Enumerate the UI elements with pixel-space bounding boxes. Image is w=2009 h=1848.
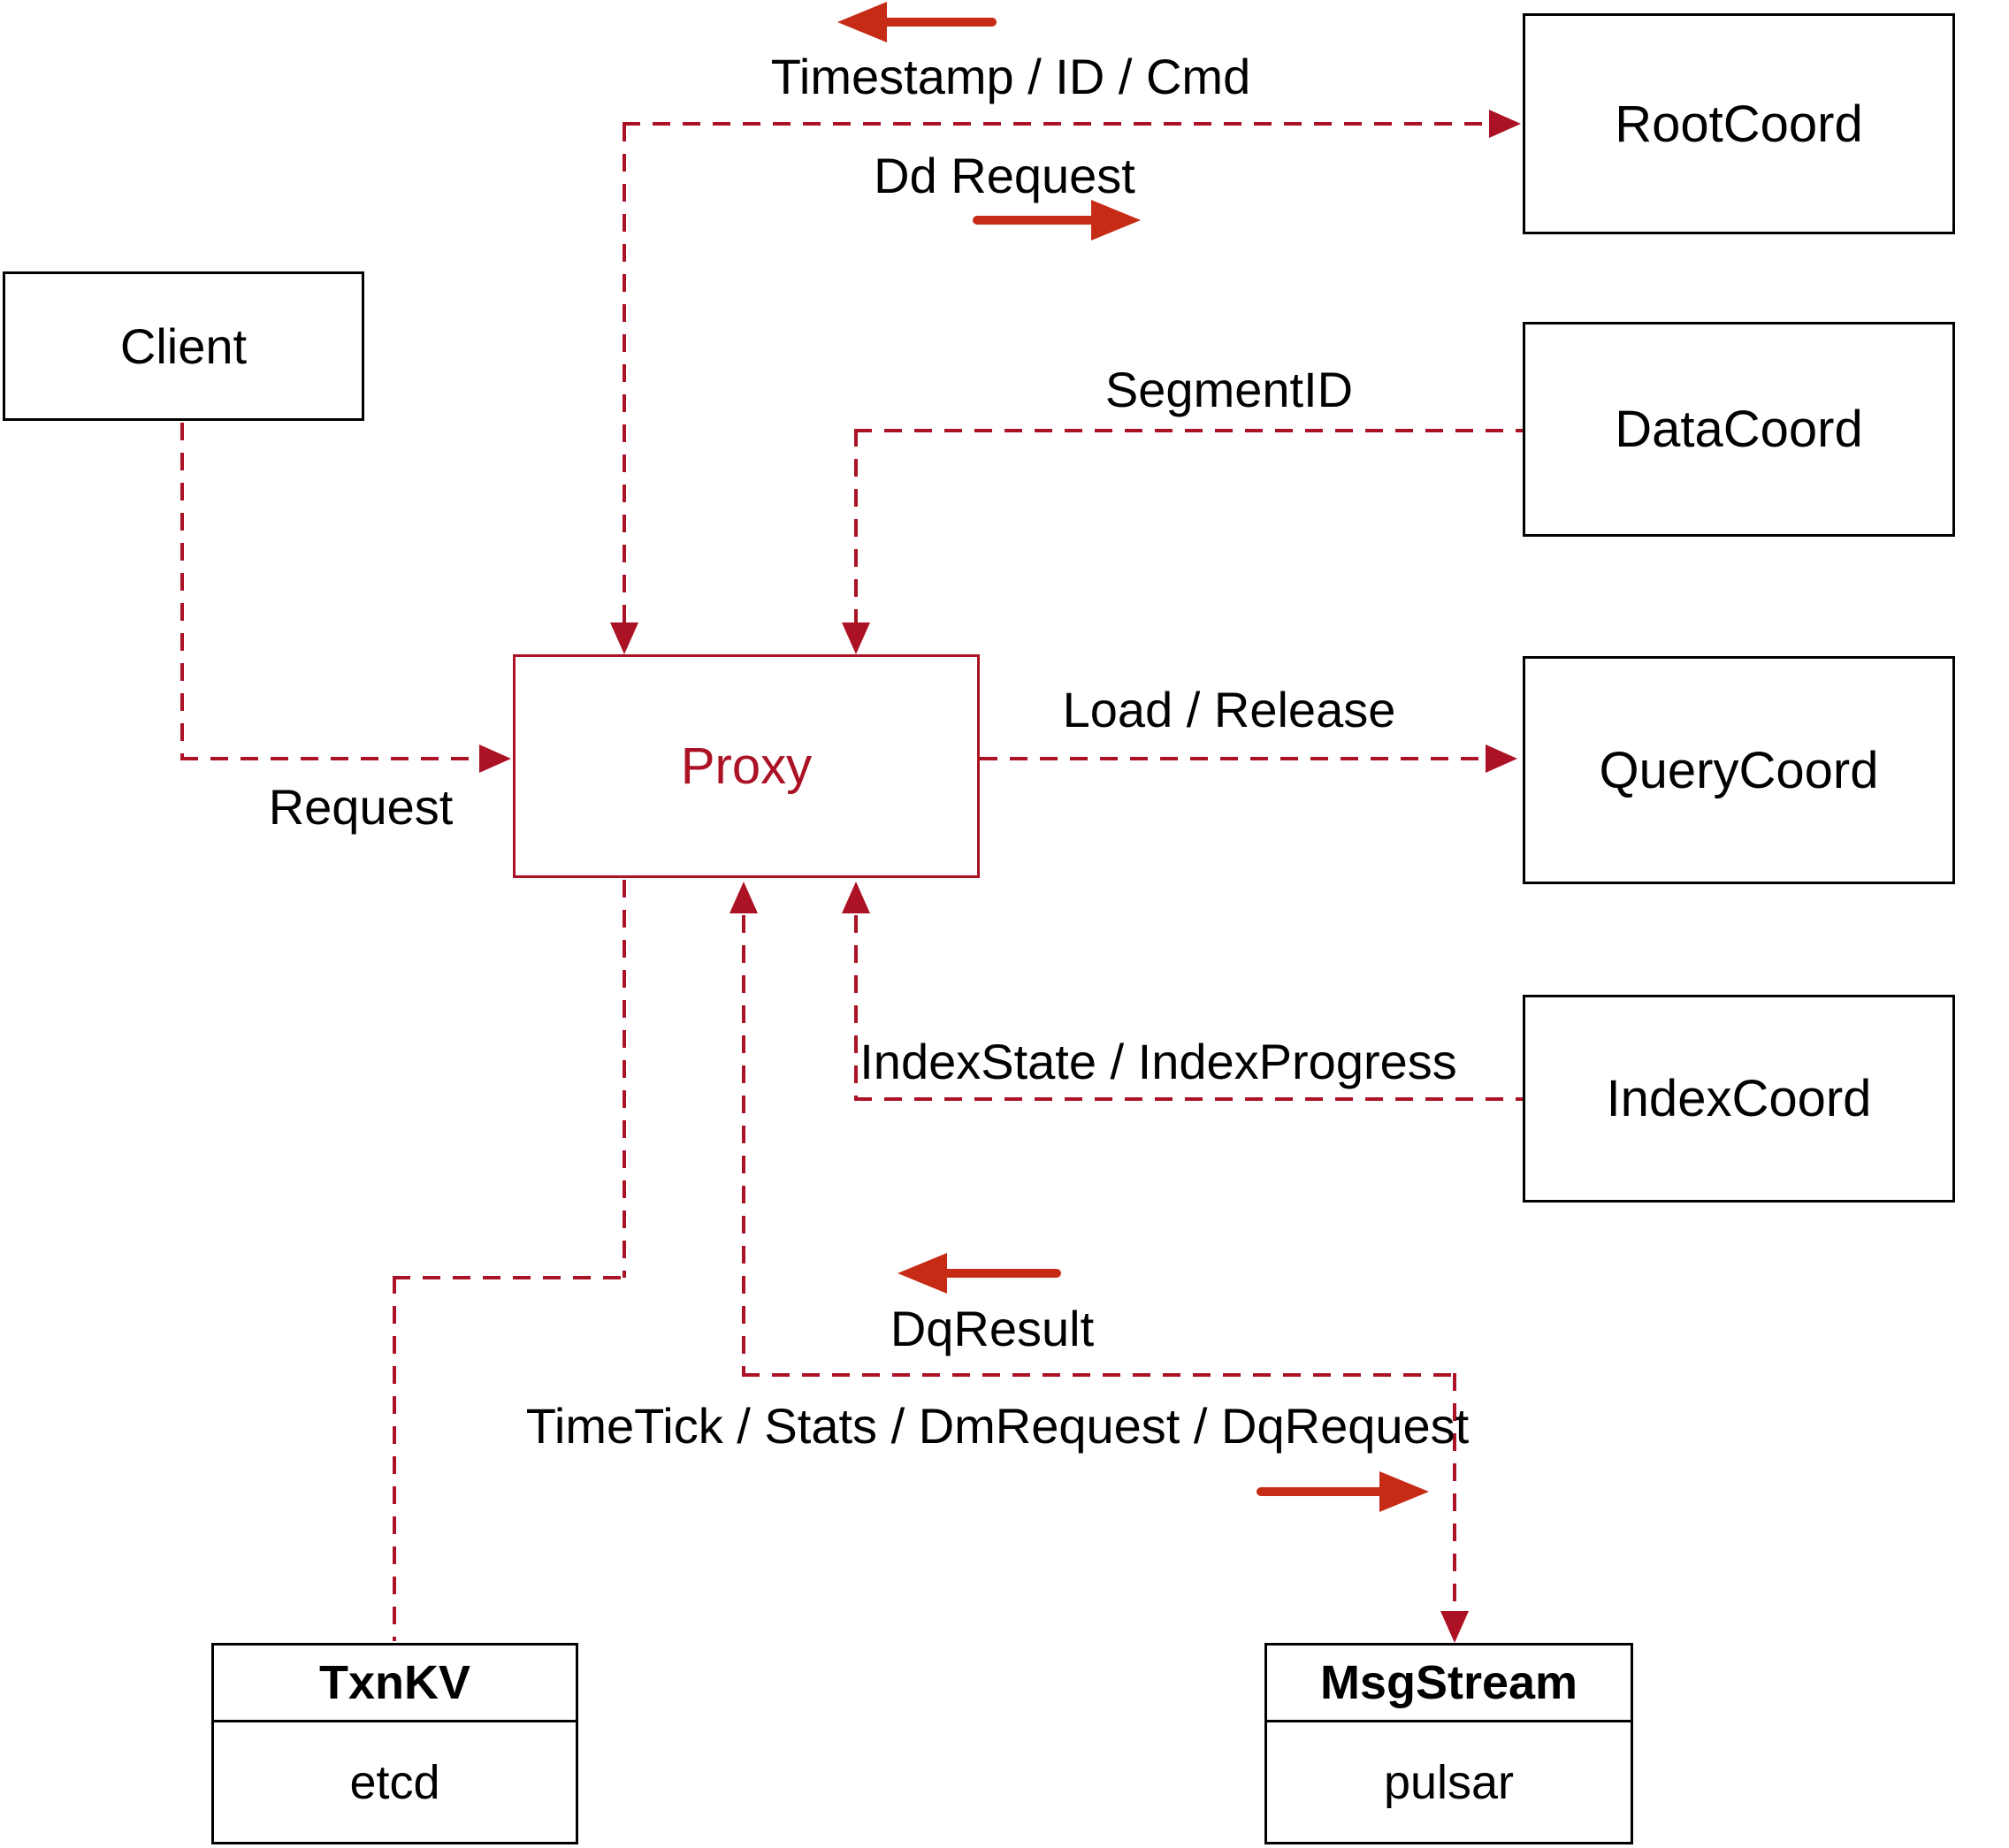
proxy-query-arrowhead-icon <box>1486 745 1517 773</box>
proxy-msg-edge-vertical-right <box>1453 1373 1456 1611</box>
root-coord-node: RootCoord <box>1523 13 1955 234</box>
client-node: Client <box>3 271 364 421</box>
proxy-msg-edge-vertical-left <box>742 915 745 1375</box>
index-proxy-arrowhead-icon <box>842 882 870 913</box>
dd-request-label: Dd Request <box>874 148 1135 203</box>
msg-stream-node-impl: pulsar <box>1383 1755 1515 1809</box>
msg-stream-node-title: MsgStream <box>1267 1646 1631 1722</box>
dq-result-label: DqResult <box>890 1301 1095 1356</box>
timestamp-id-cmd-label: Timestamp / ID / Cmd <box>770 49 1251 104</box>
query-coord-node-label: QueryCoord <box>1599 741 1879 799</box>
msg-stream-node: MsgStream pulsar <box>1264 1643 1633 1844</box>
data-proxy-edge-horizontal <box>854 429 1523 432</box>
proxy-query-edge <box>980 757 1486 760</box>
proxy-txnkv-edge-horizontal <box>393 1276 626 1279</box>
query-coord-node: QueryCoord <box>1523 656 1955 884</box>
proxy-msg-arrowhead-up-icon <box>730 882 758 913</box>
data-coord-node: DataCoord <box>1523 322 1955 537</box>
proxy-root-arrowhead-down-icon <box>610 622 638 654</box>
data-proxy-edge-vertical <box>854 429 858 624</box>
client-proxy-edge-vertical <box>180 423 184 759</box>
timestamp-direction-arrow-left-icon <box>837 2 997 42</box>
txn-kv-node-impl: etcd <box>349 1755 440 1809</box>
index-proxy-edge-horizontal <box>854 1097 1523 1101</box>
index-coord-node: IndexCoord <box>1523 995 1955 1203</box>
dq-result-direction-arrow-left-icon <box>898 1253 1061 1294</box>
data-proxy-arrowhead-icon <box>842 622 870 654</box>
proxy-txnkv-edge-vertical-right <box>623 880 626 1278</box>
proxy-msg-arrowhead-down-icon <box>1440 1611 1469 1643</box>
segment-id-label: SegmentID <box>1104 362 1354 417</box>
txn-kv-node-title: TxnKV <box>214 1646 576 1722</box>
proxy-txnkv-edge-vertical-left <box>393 1276 396 1641</box>
proxy-root-edge-horizontal <box>623 122 1489 126</box>
root-coord-node-label: RootCoord <box>1615 95 1863 153</box>
proxy-root-edge-vertical <box>623 124 626 624</box>
client-proxy-arrowhead-icon <box>479 745 511 773</box>
client-proxy-edge-horizontal <box>180 757 477 760</box>
request-edge-label: Request <box>268 779 454 835</box>
data-coord-node-label: DataCoord <box>1615 401 1863 458</box>
time-tick-label: TimeTick / Stats / DmRequest / DqRequest <box>525 1398 1470 1454</box>
index-state-label: IndexState / IndexProgress <box>859 1034 1457 1089</box>
proxy-node: Proxy <box>513 654 980 878</box>
proxy-root-arrowhead-right-icon <box>1489 110 1521 138</box>
index-coord-node-label: IndexCoord <box>1606 1070 1872 1127</box>
index-proxy-edge-vertical <box>854 915 858 1097</box>
load-release-label: Load / Release <box>1062 682 1396 737</box>
time-tick-direction-arrow-right-icon <box>1257 1471 1429 1512</box>
proxy-msg-edge-horizontal <box>742 1373 1455 1377</box>
dd-request-direction-arrow-right-icon <box>973 200 1141 241</box>
txn-kv-node: TxnKV etcd <box>211 1643 578 1844</box>
client-node-label: Client <box>119 318 248 374</box>
proxy-node-label: Proxy <box>680 737 813 795</box>
